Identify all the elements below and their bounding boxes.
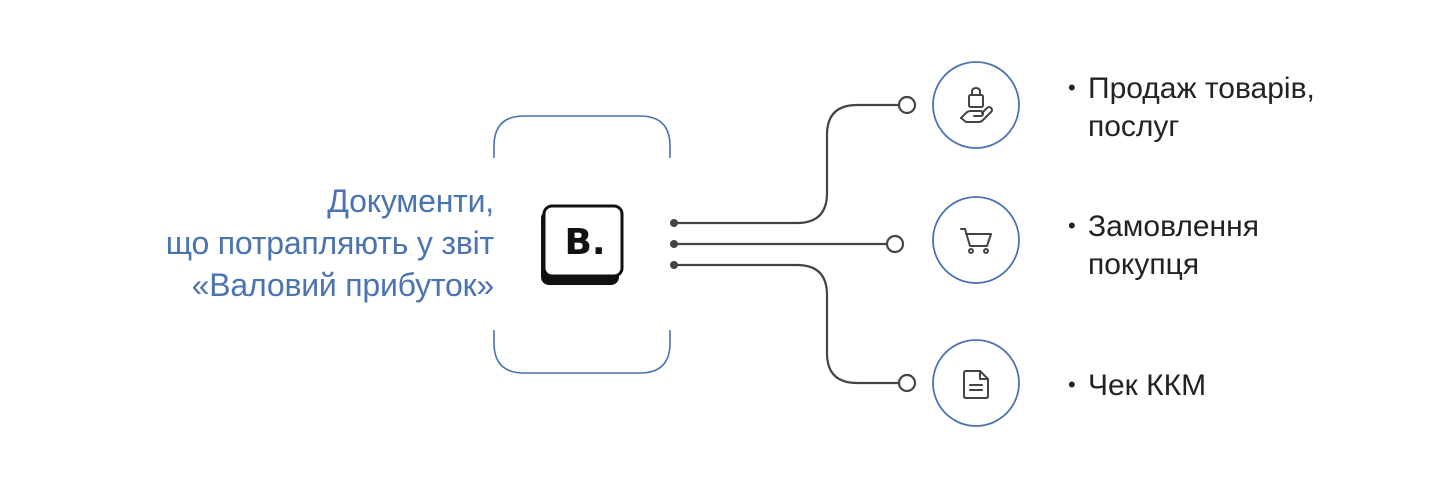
item-order-line-1: Замовлення (1088, 210, 1259, 243)
item-receipt-line-1: Чек ККМ (1088, 369, 1207, 402)
report-caption: Документи, що потрапляють у звіт «Валови… (165, 180, 495, 306)
caption-line-1: Документи, (327, 183, 494, 219)
list-item-receipt: • Чек ККМ (1068, 366, 1206, 405)
icon-circle-order (932, 196, 1020, 284)
list-item-order: • Замовлення покупця (1068, 207, 1259, 284)
shopping-cart-icon (960, 228, 992, 254)
connector-middle-end-node (885, 234, 905, 254)
logo-text: B. (564, 222, 605, 263)
connector-bottom-start-dot (670, 261, 678, 269)
item-sale-line-2: послуг (1088, 110, 1180, 143)
connector-middle-start-dot (670, 240, 678, 248)
connector-bottom (674, 263, 898, 385)
bullet: • (1068, 75, 1076, 100)
caption-line-3: «Валовий прибуток» (191, 267, 495, 303)
item-sale-line-1: Продаж товарів, (1088, 72, 1315, 105)
item-order-line-2: покупця (1088, 248, 1200, 281)
connector-top (674, 103, 898, 225)
connector-top-end-node (897, 95, 917, 115)
logo-tile (542, 204, 624, 278)
connector-bottom-end-node (897, 373, 917, 393)
list-item-sale: • Продаж товарів, послуг (1068, 69, 1315, 146)
logo: B. (541, 204, 624, 285)
document-icon (963, 370, 989, 399)
frame-top-bracket (493, 115, 671, 158)
hand-with-shopping-bag-icon (960, 87, 993, 123)
bullet: • (1068, 213, 1076, 238)
icon-circle-sale (932, 61, 1020, 149)
connector-top-start-dot (670, 219, 678, 227)
frame-bottom-bracket (493, 330, 671, 374)
caption-line-2: що потрапляють у звіт (165, 225, 495, 261)
bullet: • (1068, 372, 1076, 397)
icon-circle-receipt (932, 339, 1020, 427)
